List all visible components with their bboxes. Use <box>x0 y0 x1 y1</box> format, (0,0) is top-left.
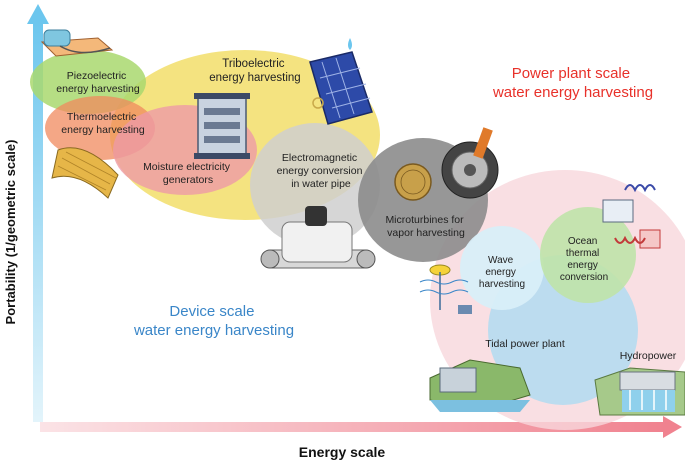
y-axis-arrow <box>27 4 49 422</box>
tribo-label: Triboelectric energy harvesting <box>209 58 300 84</box>
electromagnetic-bubble <box>250 123 380 247</box>
y-axis-label: Portability (1/geometric scale) <box>3 140 18 325</box>
thermo-label: Thermoelectric energy harvesting <box>61 111 145 136</box>
wave-buoy-illustration <box>419 264 472 314</box>
otec-bubble <box>540 207 636 303</box>
x-axis-arrow <box>40 416 682 438</box>
water-meter-illustration <box>260 206 376 269</box>
piezo-device-illustration <box>40 29 114 57</box>
em-label: Electromagnetic energy conversion in wat… <box>277 152 366 190</box>
tribo-panel-illustration <box>309 38 373 125</box>
piezo-label: Piezoelectric energy harvesting <box>56 70 140 95</box>
moisture-stack-illustration <box>194 93 250 159</box>
hydropower-label: Hydropower <box>620 350 677 362</box>
tidal-plant-illustration <box>429 359 531 412</box>
hydropower-dam-illustration <box>594 367 685 416</box>
otec-plant-illustration <box>602 184 661 249</box>
power-plant-scale-title: Power plant scale water energy harvestin… <box>492 65 653 101</box>
moisture-label: Moisture electricity generators <box>143 161 233 186</box>
wave-bubble <box>460 226 544 310</box>
tidal-label: Tidal power plant <box>485 338 565 350</box>
x-axis-label: Energy scale <box>299 444 386 460</box>
device-scale-title: Device scale water energy harvesting <box>133 303 294 339</box>
microturbine-label: Microturbines for vapor harvesting <box>385 214 466 239</box>
thermo-fabric-illustration <box>51 147 119 199</box>
wave-label: Wave energy harvesting <box>479 255 525 290</box>
microturbine-illustration <box>394 127 499 201</box>
otec-label: Ocean thermal energy conversion <box>560 236 608 283</box>
